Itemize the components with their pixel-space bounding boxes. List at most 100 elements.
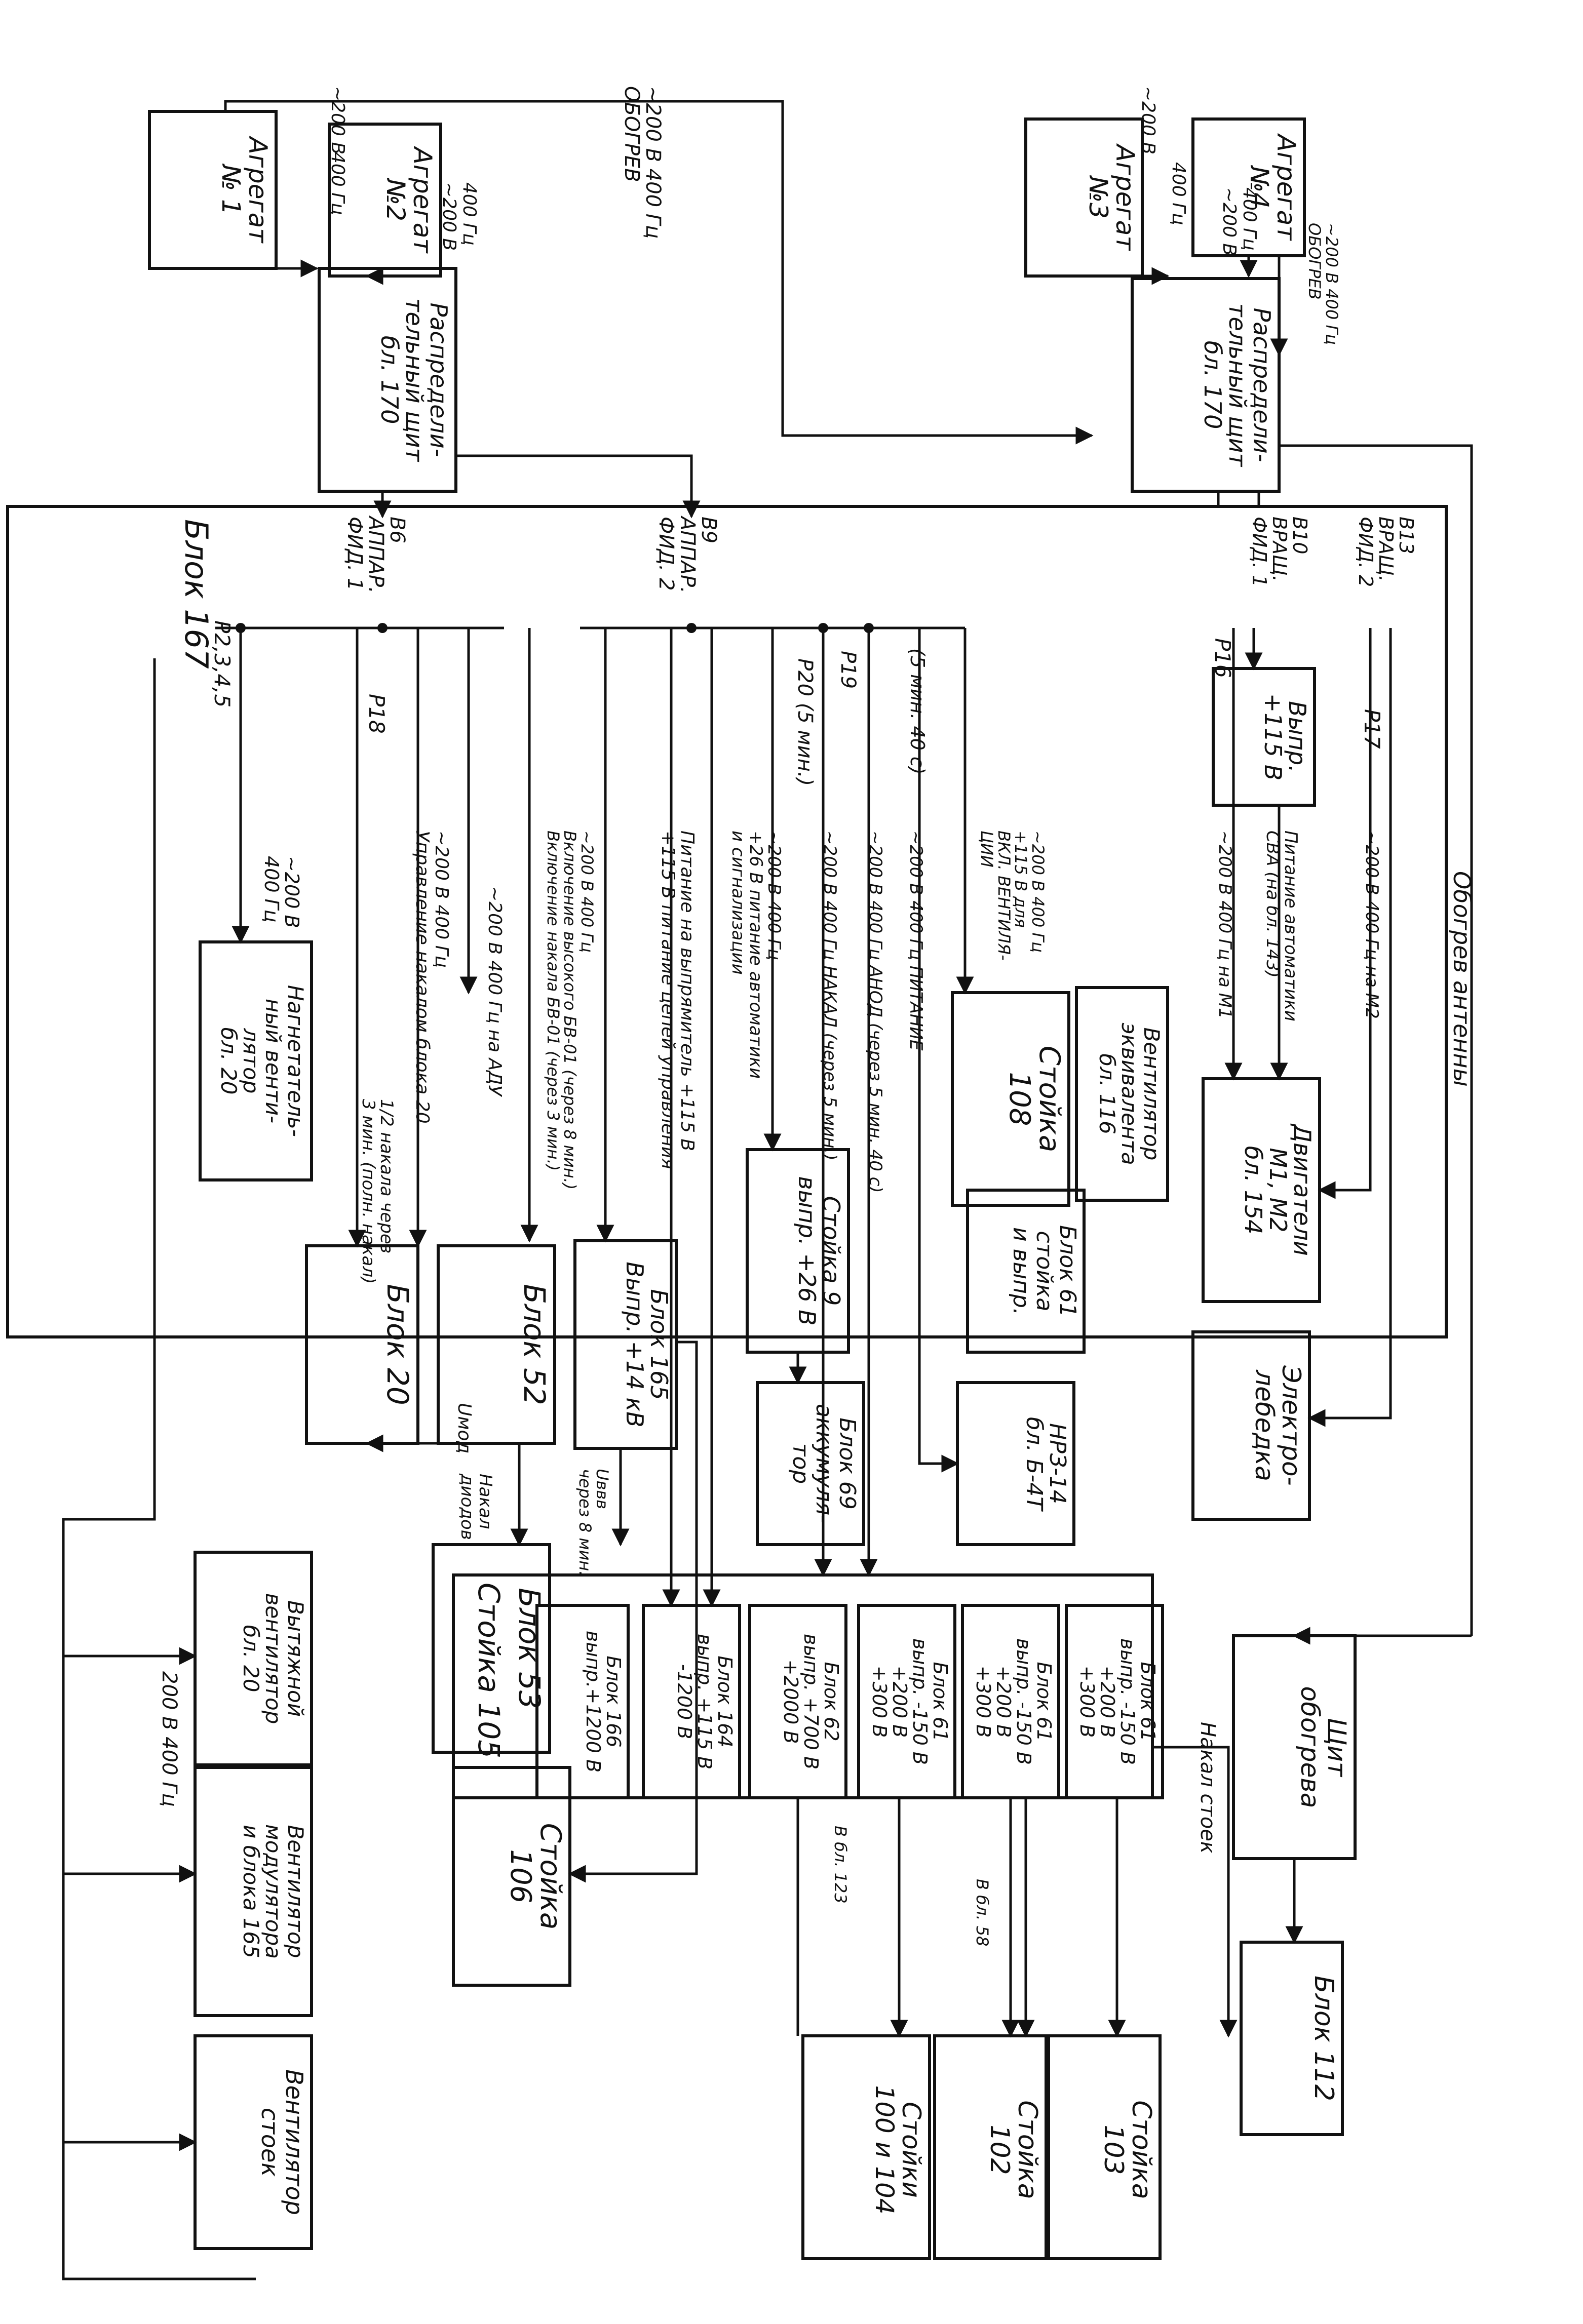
wire-m2 bbox=[1318, 628, 1372, 1199]
distribution-1-frame bbox=[318, 267, 457, 493]
block-52-box: Блок 52 bbox=[517, 1284, 552, 1405]
relay-p19-time: (5 мин. 40 с) bbox=[906, 648, 929, 775]
relay-p19: Р19 bbox=[836, 651, 860, 689]
label-agg1-voltage: ~200 В bbox=[327, 86, 348, 155]
wire-antenna-heat bbox=[1279, 444, 1473, 1636]
wire-165-106 bbox=[568, 1341, 698, 1883]
block-61-rectifier-3: Блок 61 выпр. -150 В +200 В +300 В bbox=[1076, 1638, 1159, 1765]
exhaust-fan-box: Вытяжной вентилятор бл. 20 bbox=[238, 1593, 308, 1724]
label-agg3-voltage: ~200 В bbox=[1138, 86, 1159, 155]
rack-108-frame bbox=[951, 991, 1070, 1207]
block-112-box: Блок 112 bbox=[1308, 1976, 1339, 2101]
wire-power-nrz bbox=[918, 628, 959, 1473]
block-62-rectifier: Блок 62 выпр. +700 В +2000 В bbox=[780, 1633, 842, 1770]
switch-b9: В9 АППАР. ФИД. 2 bbox=[654, 517, 720, 594]
heating-panel-box: Щит обогрева bbox=[1295, 1686, 1352, 1808]
switch-b6: В6 АППАР. ФИД. 1 bbox=[343, 517, 409, 594]
rack-105-title: Стойка 105 bbox=[472, 1583, 506, 1759]
label-heating-top: ~200 В 400 Гц ОБОГРЕВ bbox=[620, 86, 665, 239]
block-164-rectifier: Блок 164 выпр. +115 В -1200 В bbox=[673, 1633, 736, 1770]
relay-p16: Р16 bbox=[1210, 638, 1235, 678]
block-53-box: Блок 53 bbox=[512, 1588, 547, 1709]
wire-rack-heat bbox=[1152, 1746, 1238, 2038]
label-200v-right: 200 В 400 Гц bbox=[158, 1671, 181, 1807]
block-69-box: Блок 69 аккумуля- тор bbox=[787, 1404, 860, 1523]
winch-box: Электро- лебедка bbox=[1250, 1365, 1306, 1486]
nrz-14-box: НРЗ-14 бл. Б-4Т bbox=[1021, 1416, 1070, 1511]
label-rack-heating: Накал стоек bbox=[1196, 1722, 1219, 1854]
fan-20-frame bbox=[199, 940, 313, 1181]
distribution-panel-2: Распредели- тельный щит бл. 170 bbox=[1199, 303, 1276, 467]
distribution-2-frame bbox=[1131, 277, 1281, 493]
rack-9-box: Стойка 9 выпр. +26 В bbox=[793, 1176, 845, 1326]
block-61-frame-3 bbox=[1065, 1604, 1164, 1799]
racks-100-104-frame bbox=[801, 2034, 931, 2260]
fan-20-box: Нагнетатель- ный венти- лятор бл. 20 bbox=[216, 985, 308, 1137]
rack-102-frame bbox=[933, 2034, 1048, 2260]
aggregate-1-frame bbox=[148, 110, 278, 270]
label-agg3-freq: 400 Гц bbox=[1168, 162, 1189, 225]
label-m1: ~200 В 400 Гц на М1 bbox=[1215, 831, 1235, 1019]
wire-dist1-b9 bbox=[456, 454, 701, 519]
block-164-frame bbox=[642, 1604, 741, 1799]
label-agg2-freq: 400 Гц bbox=[459, 182, 480, 246]
aggregate-2-frame bbox=[328, 123, 442, 278]
switch-b13: В13 ВРАЩ. ФИД. 2 bbox=[1355, 517, 1417, 587]
label-to-block-58: В бл. 58 bbox=[973, 1879, 992, 1947]
label-filament: ~200 В 400 Гц НАКАЛ (через 5 мин.) bbox=[820, 831, 840, 1161]
motors-box: Двигатели М1, М2 бл. 154 bbox=[1240, 1124, 1316, 1256]
label-automation: Питание автоматики СВА (на бл. 143) bbox=[1262, 831, 1301, 1021]
relay-p2345: Р2,3,4,5 bbox=[210, 620, 235, 708]
label-agg4-heating: ~200 В 400 Гц ОБОГРЕВ bbox=[1305, 223, 1341, 345]
wire-right-200v bbox=[62, 658, 256, 2280]
block-166-rectifier: Блок 166 выпр.+1200 В bbox=[582, 1630, 625, 1773]
junction-filament bbox=[818, 623, 828, 633]
label-m2: ~200 В 400 Гц на М2 bbox=[1362, 831, 1382, 1019]
wire-dist2-b10 bbox=[1217, 491, 1254, 508]
label-fan20-supply: ~200 В 400 Гц bbox=[260, 856, 303, 928]
block-69-frame bbox=[756, 1381, 865, 1546]
label-uvvv: Uввв через 8 мин. bbox=[575, 1469, 612, 1577]
block-165-box: Блок 165 Выпр. +14 кВ bbox=[621, 1262, 673, 1428]
rectifier-115-frame bbox=[1212, 667, 1316, 807]
junction-b6 bbox=[377, 623, 388, 633]
block-167-frame bbox=[6, 505, 1448, 1338]
label-rack108-supply: ~200 В 400 Гц +115 В для ВКЛ. ВЕНТИЛЯ- Ц… bbox=[977, 831, 1048, 961]
block-61-rectifier-1: Блок 61 выпр. -150 В +200 В +300 В bbox=[868, 1638, 951, 1765]
label-anode: ~200 В 400 Гц АНОД (через 5 мин. 40 с) bbox=[865, 831, 885, 1193]
block-61-rack-box: Блок 61 стойка и выпр. bbox=[1008, 1225, 1080, 1317]
rack-103-box: Стойка 103 bbox=[1098, 2100, 1156, 2199]
fan-modulator-box: Вентилятор модулятора и блока 165 bbox=[238, 1824, 308, 1959]
label-diode-heat: Накал диодов bbox=[457, 1474, 495, 1540]
junction-anode bbox=[864, 623, 874, 633]
wire-agg1-heat bbox=[224, 100, 1094, 445]
label-26v: ~200 В 400 Гц +26 В питание автоматики и… bbox=[727, 831, 784, 1079]
fan-modulator-frame bbox=[194, 1766, 313, 2017]
rack-106-box: Стойка 106 bbox=[504, 1823, 567, 1930]
label-power: ~200 В 400 Гц ПИТАНИЕ bbox=[906, 831, 926, 1051]
label-antenna-heating: Обогрев антенны bbox=[1448, 871, 1476, 1087]
fan-116-frame bbox=[1075, 986, 1169, 1202]
relay-p18: Р18 bbox=[364, 694, 389, 734]
block-167-title: Блок 167 bbox=[178, 519, 215, 669]
block-166-frame bbox=[535, 1604, 630, 1799]
label-block165-supply: ~200 В 400 Гц Включение высокого БВ-01 (… bbox=[543, 831, 597, 1190]
fan-116-box: Вентилятор эквивалента бл. 116 bbox=[1094, 1022, 1164, 1165]
wire-winch bbox=[1307, 628, 1392, 1427]
relay-p20: Р20 (5 мин.) bbox=[793, 658, 817, 786]
junction-b9 bbox=[686, 623, 697, 633]
aggregate-1-box: Агрегат № 1 bbox=[216, 137, 273, 243]
label-to-block-123: В бл. 123 bbox=[831, 1826, 850, 1904]
label-115v: Питание на выпрямитель +115 В +115 В пит… bbox=[658, 831, 698, 1169]
block-61-rectifier-2: Блок 61 выпр. -150 В +200 В +300 В bbox=[972, 1638, 1055, 1765]
rack-102-box: Стойка 102 bbox=[984, 2100, 1043, 2199]
distribution-panel-1: Распредели- тельный щит бл. 170 bbox=[376, 298, 452, 462]
junction-p2345 bbox=[236, 623, 246, 633]
relay-p17: Р17 bbox=[1360, 709, 1384, 749]
label-agg2-voltage: ~200 В bbox=[439, 182, 459, 251]
block-61-rack-frame bbox=[966, 1189, 1086, 1354]
block-53-frame bbox=[432, 1543, 551, 1754]
rack-fan-box: Вентилятор стоек bbox=[256, 2069, 308, 2215]
